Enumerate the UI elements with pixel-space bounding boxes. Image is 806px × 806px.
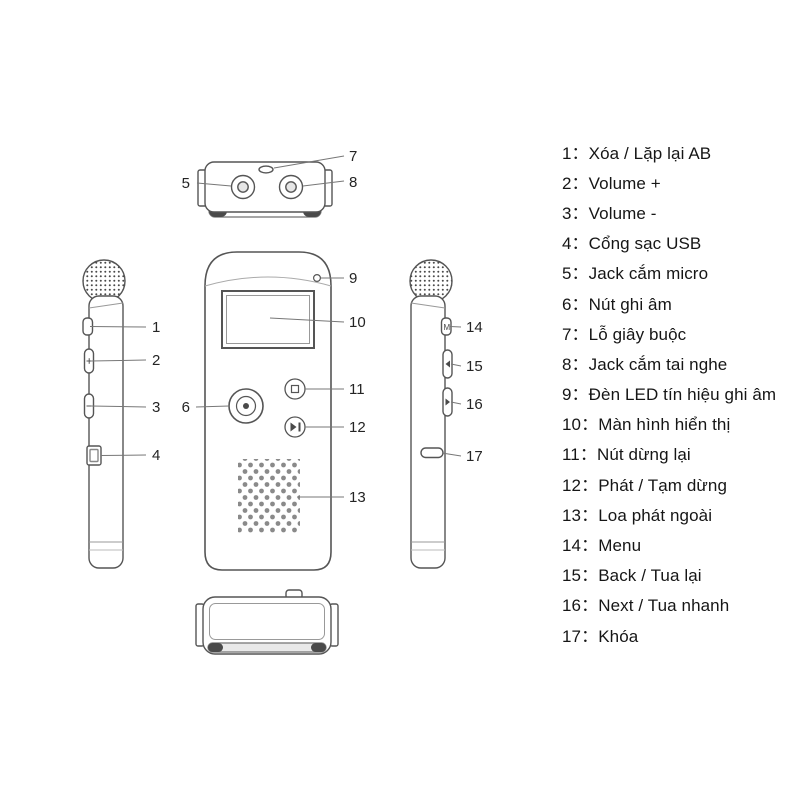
legend-item-5: 5：Jack cắm micro [562, 257, 776, 287]
top-face [204, 161, 326, 213]
front-top-dome-line [204, 276, 332, 287]
legend-text: 1：Xóa / Lặp lại AB [562, 143, 712, 163]
mic-jack-inner [237, 181, 249, 193]
callout-10: 10 [349, 314, 366, 331]
legend-item-11: 11：Nút dừng lại [562, 438, 776, 468]
legend-item-2: 2：Volume + [562, 166, 776, 196]
bottom-shell-band-right [311, 643, 326, 652]
rewind-icon [445, 360, 450, 368]
right-side-leaders [441, 326, 462, 457]
legend: 1：Xóa / Lặp lại AB 2：Volume + 3：Volume -… [562, 136, 776, 649]
legend-text: 4：Cổng sạc USB [562, 234, 702, 254]
left-side-leaders [89, 326, 147, 456]
stop-icon [290, 384, 300, 394]
legend-item-13: 13：Loa phát ngoài [562, 498, 776, 528]
legend-text: 17：Khóa [562, 626, 639, 646]
legend-item-15: 15：Back / Tua lại [562, 559, 776, 589]
mic-jack [230, 174, 256, 200]
top-view [197, 161, 333, 218]
callout-6: 6 [182, 399, 190, 416]
callout-14: 14 [466, 319, 483, 336]
speaker-grill [238, 459, 300, 533]
callout-1: 1 [152, 319, 160, 336]
legend-item-3: 3：Volume - [562, 196, 776, 226]
legend-item-1: 1：Xóa / Lặp lại AB [562, 136, 776, 166]
callout-2: 2 [152, 352, 160, 369]
record-led [313, 274, 322, 283]
forward-icon [445, 398, 450, 406]
legend-text: 2：Volume + [562, 173, 661, 193]
headphone-jack-inner [285, 181, 297, 193]
display-screen [221, 290, 315, 349]
legend-text: 11：Nút dừng lại [562, 445, 691, 465]
callout-3: 3 [152, 399, 160, 416]
front-view-leaders [195, 277, 345, 498]
legend-item-8: 8：Jack cắm tai nghe [562, 347, 776, 377]
legend-item-10: 10：Màn hình hiển thị [562, 408, 776, 438]
record-button-ring [235, 395, 257, 417]
legend-item-4: 4：Cổng sạc USB [562, 227, 776, 257]
legend-text: 5：Jack cắm micro [562, 264, 709, 284]
callout-7: 7 [349, 148, 357, 165]
legend-text: 3：Volume - [562, 203, 657, 223]
callout-8: 8 [349, 174, 357, 191]
callout-13: 13 [349, 489, 366, 506]
callout-9: 9 [349, 270, 357, 287]
headphone-jack [278, 174, 304, 200]
callout-17: 17 [466, 448, 483, 465]
left-side-body [88, 295, 124, 569]
display-screen-inner [226, 295, 310, 344]
device-diagram: 5 7 8 1 2 3 [82, 148, 483, 655]
legend-text: 7：Lỗ giây buộc [562, 324, 687, 344]
usb-port-inner [89, 448, 99, 463]
bottom-shell-band [207, 642, 327, 653]
legend-item-9: 9：Đèn LED tín hiệu ghi âm [562, 378, 776, 408]
menu-button-label: M [444, 323, 451, 332]
callout-16: 16 [466, 396, 483, 413]
callout-11: 11 [349, 381, 365, 398]
lanyard-hole [258, 165, 274, 174]
right-side-body [410, 295, 446, 569]
right-side-view [409, 259, 453, 569]
legend-text: 12：Phát / Tạm dừng [562, 475, 728, 495]
legend-text: 10：Màn hình hiển thị [562, 415, 731, 435]
callout-12: 12 [349, 419, 366, 436]
legend-text: 6：Nút ghi âm [562, 294, 672, 314]
legend-item-12: 12：Phát / Tạm dừng [562, 468, 776, 498]
top-view-leaders [196, 155, 345, 187]
legend-item-16: 16：Next / Tua nhanh [562, 589, 776, 619]
legend-text: 13：Loa phát ngoài [562, 505, 713, 525]
play-icon [290, 422, 297, 432]
bottom-shell-band-left [208, 643, 223, 652]
legend-item-6: 6：Nút ghi âm [562, 287, 776, 317]
bottom-inner-panel [209, 603, 325, 640]
record-button-dot [243, 403, 249, 409]
callout-4: 4 [152, 447, 160, 464]
lock-slider [420, 447, 444, 459]
legend-text: 9：Đèn LED tín hiệu ghi âm [562, 385, 777, 405]
legend-item-17: 17：Khóa [562, 619, 776, 649]
legend-text: 16：Next / Tua nhanh [562, 596, 730, 616]
callout-15: 15 [466, 358, 483, 375]
pause-icon [298, 422, 301, 432]
legend-text: 15：Back / Tua lại [562, 566, 702, 586]
bottom-view [195, 589, 339, 655]
left-side-view [82, 259, 126, 569]
legend-text: 14：Menu [562, 536, 642, 556]
legend-text: 8：Jack cắm tai nghe [562, 354, 728, 374]
front-view [204, 251, 332, 571]
callout-5: 5 [182, 175, 190, 192]
legend-item-7: 7：Lỗ giây buộc [562, 317, 776, 347]
legend-item-14: 14：Menu [562, 528, 776, 558]
